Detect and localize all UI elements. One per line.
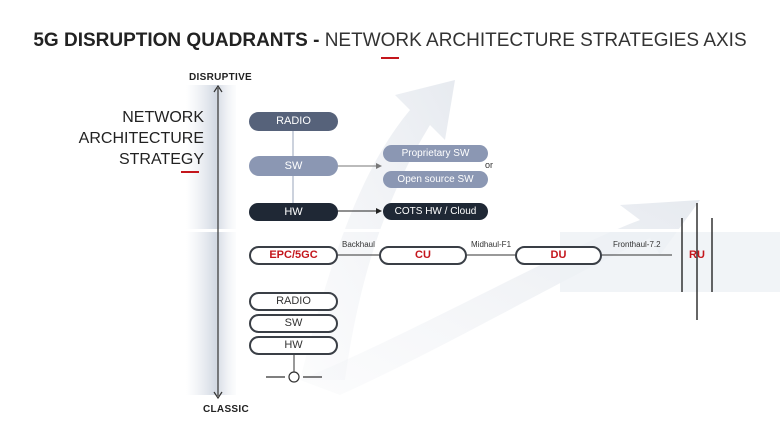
arrow-sw-head-icon: [376, 163, 382, 169]
page-title: 5G DISRUPTION QUADRANTS - NETWORK ARCHIT…: [0, 30, 780, 52]
proprietary-sw-pill: Proprietary SW: [383, 145, 488, 162]
classic-sw-pill: SW: [249, 314, 338, 333]
axis-arrow-up-icon: [213, 84, 223, 93]
strategy-label: NETWORK ARCHITECTURE STRATEGY: [64, 107, 204, 170]
disruptive-sw-pill: SW: [249, 156, 338, 176]
backhaul-label: Backhaul: [342, 240, 375, 249]
classic-radio-pill: RADIO: [249, 292, 338, 311]
cots-hw-cloud-pill: COTS HW / Cloud: [383, 203, 488, 220]
title-bold: 5G DISRUPTION QUADRANTS -: [33, 30, 320, 51]
strategy-underline: [181, 171, 199, 173]
strategy-line-2: ARCHITECTURE: [78, 130, 204, 147]
cu-node: CU: [379, 246, 467, 265]
strategy-line-3: STRATEGY: [118, 151, 204, 168]
axis-label-disruptive: DISRUPTIVE: [189, 72, 253, 83]
disruptive-radio-pill: RADIO: [249, 112, 338, 131]
classic-base-node: [288, 371, 300, 383]
midhaul-label: Midhaul-F1: [471, 240, 512, 249]
title-light: NETWORK ARCHITECTURE STRATEGIES AXIS: [324, 30, 747, 51]
ru-label: RU: [689, 249, 705, 261]
strategy-line-1: NETWORK: [122, 109, 204, 126]
open-source-sw-pill: Open source SW: [383, 171, 488, 188]
disruptive-hw-pill: HW: [249, 203, 338, 221]
du-node: DU: [515, 246, 602, 265]
fronthaul-label: Fronthaul-7.2: [613, 240, 661, 249]
axis-arrow-down-icon: [213, 391, 223, 400]
axis-glow: [186, 85, 236, 395]
arrow-hw-head-icon: [376, 208, 382, 214]
axis-label-classic: CLASSIC: [203, 404, 249, 415]
epc-5gc-node: EPC/5GC: [249, 246, 338, 265]
or-label: or: [485, 160, 494, 170]
quadrant-divider: [186, 229, 780, 232]
classic-hw-pill: HW: [249, 336, 338, 355]
title-underline: [381, 57, 399, 59]
